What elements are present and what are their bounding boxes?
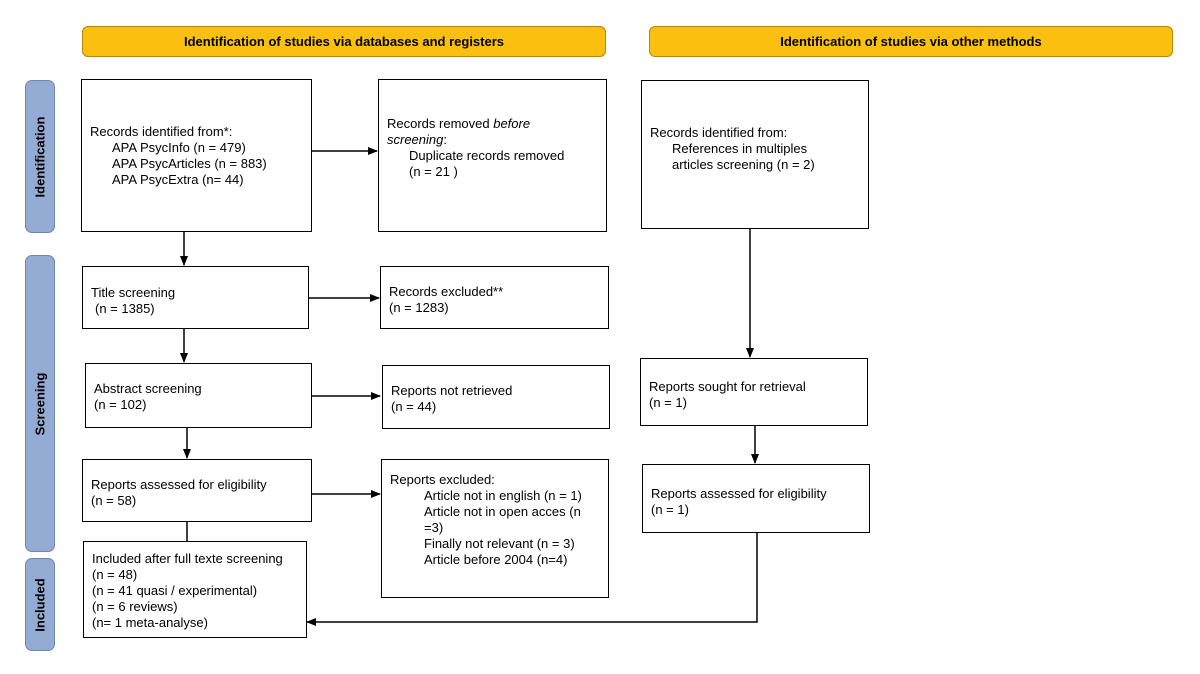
header-databases: Identification of studies via databases … — [82, 26, 606, 57]
assessed-label: Reports assessed for eligibility — [91, 477, 267, 492]
box-other-identified: Records identified from: References in m… — [641, 80, 869, 229]
box-title-screening: Title screening (n = 1385) — [82, 266, 309, 329]
other-identified-item: References in multiples — [672, 141, 808, 156]
sought-label: Reports sought for retrieval — [649, 379, 806, 394]
other-identified-title: Records identified from: — [650, 125, 788, 140]
other-assessed-label: Reports assessed for eligibility — [651, 486, 827, 501]
box-abstract-screening: Abstract screening (n = 102) — [85, 363, 312, 428]
records-removed-item: (n = 21 ) — [409, 164, 458, 179]
reports-excluded-item: Article before 2004 (n=4) — [424, 552, 568, 567]
records-excluded-label: Records excluded** — [389, 284, 504, 299]
title-screening-label: Title screening — [91, 285, 176, 300]
header-other-methods: Identification of studies via other meth… — [649, 26, 1173, 57]
stage-screening: Screening — [25, 255, 55, 552]
reports-excluded-title: Reports excluded: — [390, 472, 495, 487]
records-excluded-count: (n = 1283) — [389, 300, 449, 315]
box-included: Included after full texte screening (n =… — [83, 541, 307, 638]
records-identified-item: APA PsycArticles (n = 883) — [112, 156, 267, 171]
box-records-removed: Records removed before screening: Duplic… — [378, 79, 607, 232]
included-line: Included after full texte screening — [92, 551, 283, 566]
reports-excluded-item: Article not in open acces (n — [424, 504, 581, 519]
box-other-assessed: Reports assessed for eligibility (n = 1) — [642, 464, 870, 533]
reports-excluded-item: =3) — [424, 520, 444, 535]
header-databases-label: Identification of studies via databases … — [183, 34, 505, 49]
box-reports-sought: Reports sought for retrieval (n = 1) — [640, 358, 868, 426]
other-identified-item: articles screening (n = 2) — [672, 157, 815, 172]
reports-excluded-item: Article not in english (n = 1) — [424, 488, 582, 503]
box-reports-excluded: Reports excluded: Article not in english… — [381, 459, 609, 598]
box-records-identified: Records identified from*: APA PsycInfo (… — [81, 79, 312, 232]
records-identified-item: APA PsycInfo (n = 479) — [112, 140, 246, 155]
title-screening-count: (n = 1385) — [95, 301, 155, 316]
not-retrieved-count: (n = 44) — [391, 399, 437, 414]
records-removed-title-cont: screening: — [387, 132, 447, 147]
reports-excluded-item: Finally not relevant (n = 3) — [424, 536, 575, 551]
included-line: (n = 41 quasi / experimental) — [92, 583, 258, 598]
other-assessed-count: (n = 1) — [651, 502, 689, 517]
stage-identification: Identification — [25, 80, 55, 233]
records-removed-title: Records removed before — [387, 116, 531, 131]
sought-count: (n = 1) — [649, 395, 687, 410]
included-line: (n = 48) — [92, 567, 138, 582]
assessed-count: (n = 58) — [91, 493, 137, 508]
included-line: (n = 6 reviews) — [92, 599, 178, 614]
not-retrieved-label: Reports not retrieved — [391, 383, 513, 398]
abstract-screening-count: (n = 102) — [94, 397, 147, 412]
records-identified-item: APA PsycExtra (n= 44) — [112, 172, 244, 187]
header-other-label: Identification of studies via other meth… — [780, 34, 1042, 49]
records-identified-title: Records identified from*: — [90, 124, 233, 139]
box-reports-not-retrieved: Reports not retrieved (n = 44) — [382, 365, 610, 429]
stage-included: Included — [25, 558, 55, 651]
box-reports-assessed: Reports assessed for eligibility (n = 58… — [82, 459, 312, 522]
box-records-excluded: Records excluded** (n = 1283) — [380, 266, 609, 329]
arrow-other-assessed-to-included — [306, 533, 758, 626]
records-removed-item: Duplicate records removed — [409, 148, 565, 163]
included-line: (n= 1 meta-analyse) — [92, 615, 208, 630]
abstract-screening-label: Abstract screening — [94, 381, 202, 396]
